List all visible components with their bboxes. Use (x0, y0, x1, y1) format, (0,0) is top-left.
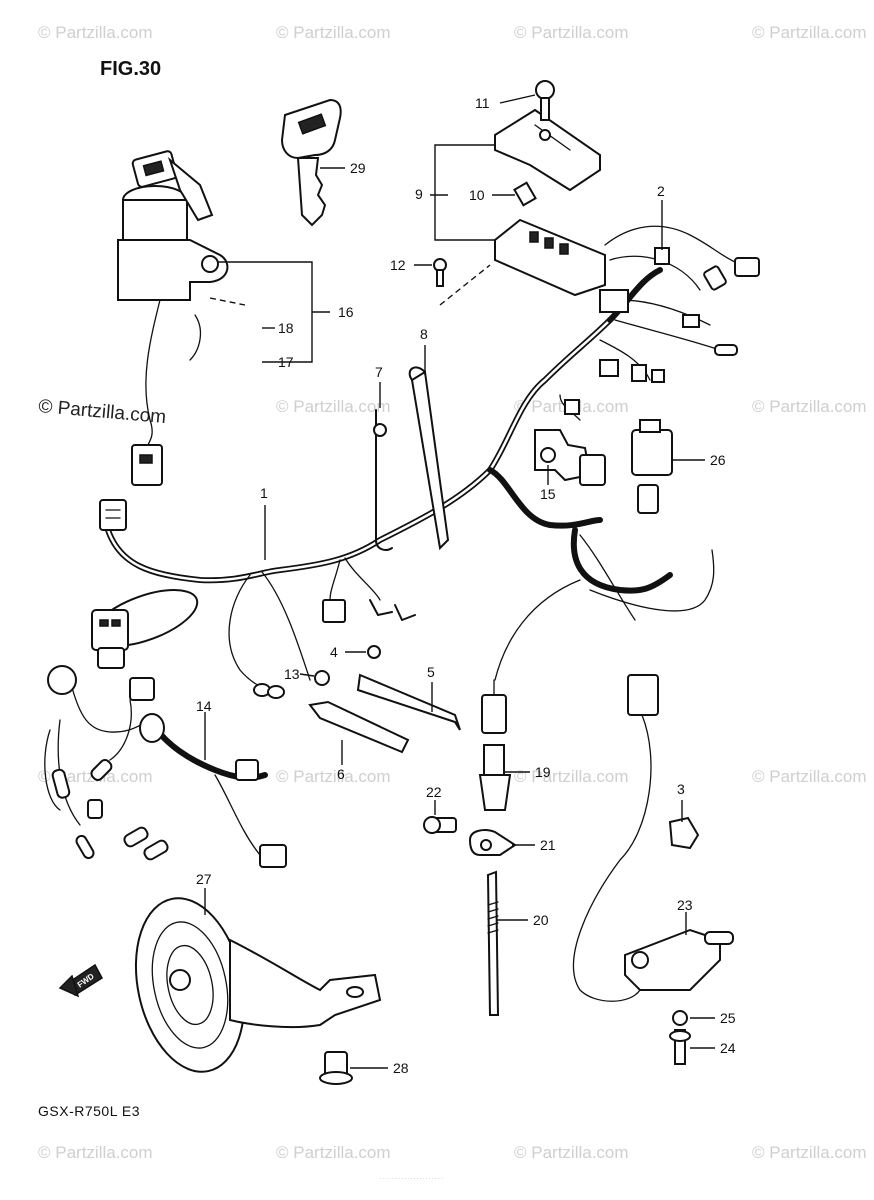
callout-24: 24 (720, 1040, 736, 1056)
cable-ties (373, 366, 450, 551)
callout-1: 1 (260, 485, 268, 501)
watermark: © Partzilla.com (514, 23, 629, 42)
callout-8: 8 (420, 326, 428, 342)
watermark: © Partzilla.com (752, 397, 867, 416)
callout-labels: 1 2 3 4 5 6 7 8 9 10 11 12 13 14 15 16 1… (196, 95, 736, 1076)
callout-6: 6 (337, 766, 345, 782)
callout-25: 25 (720, 1010, 736, 1026)
callout-28: 28 (393, 1060, 409, 1076)
callout-29: 29 (350, 160, 366, 176)
callout-9: 9 (415, 186, 423, 202)
callout-11: 11 (475, 95, 490, 111)
callout-5: 5 (427, 664, 435, 680)
neutral-switch (423, 679, 517, 1016)
callout-26: 26 (710, 452, 726, 468)
callout-2: 2 (657, 183, 665, 199)
callout-20: 20 (533, 912, 549, 928)
model-code: GSX-R750L E3 (38, 1103, 140, 1119)
callout-15: 15 (540, 486, 556, 502)
callout-10: 10 (469, 187, 485, 203)
ignition-switch (117, 150, 229, 486)
watermark: © Partzilla.com (514, 767, 629, 786)
watermark: © Partzilla.com (38, 1143, 153, 1162)
callout-13: 13 (284, 666, 300, 682)
figure-title: FIG.30 (100, 58, 161, 80)
watermark: © Partzilla.com (752, 767, 867, 786)
callout-27: 27 (196, 871, 212, 887)
ignition-key (280, 98, 342, 227)
callout-21: 21 (540, 837, 556, 853)
callout-17: 17 (278, 354, 294, 370)
callout-18: 18 (278, 320, 294, 336)
callout-19: 19 (535, 764, 551, 780)
watermark: © Partzilla.com (276, 397, 391, 416)
callout-22: 22 (426, 784, 442, 800)
callout-16: 16 (338, 304, 354, 320)
watermark: © Partzilla.com (514, 1143, 629, 1162)
relay-and-switch (534, 394, 673, 514)
footer-fineprint: · · · · · · · · · · · · · · · · · · · · … (380, 1176, 443, 1182)
clamp (668, 816, 700, 850)
callout-4: 4 (330, 644, 338, 660)
coil-connector (91, 589, 199, 669)
watermark: © Partzilla.com (752, 1143, 867, 1162)
watermark-primary: © Partzilla.com (38, 396, 167, 428)
callout-3: 3 (677, 781, 685, 797)
watermark: © Partzilla.com (276, 23, 391, 42)
callout-7: 7 (375, 364, 383, 380)
wiring-harness (99, 267, 715, 699)
sub-harness (44, 665, 287, 868)
brackets (308, 645, 461, 754)
connector-cluster (599, 225, 760, 383)
callout-14: 14 (196, 698, 212, 714)
callout-12: 12 (390, 257, 406, 273)
watermark: © Partzilla.com (38, 23, 153, 42)
fuse-box (433, 80, 606, 306)
forward-arrow-icon: FWD (58, 963, 103, 998)
watermark: © Partzilla.com (752, 23, 867, 42)
watermark-layer: © Partzilla.com © Partzilla.com © Partzi… (38, 23, 867, 1162)
callout-23: 23 (677, 897, 693, 913)
leader-lines (204, 94, 715, 1069)
horn (134, 897, 382, 1085)
side-stand-switch (572, 674, 734, 1065)
watermark: © Partzilla.com (276, 1143, 391, 1162)
watermark: © Partzilla.com (276, 767, 391, 786)
